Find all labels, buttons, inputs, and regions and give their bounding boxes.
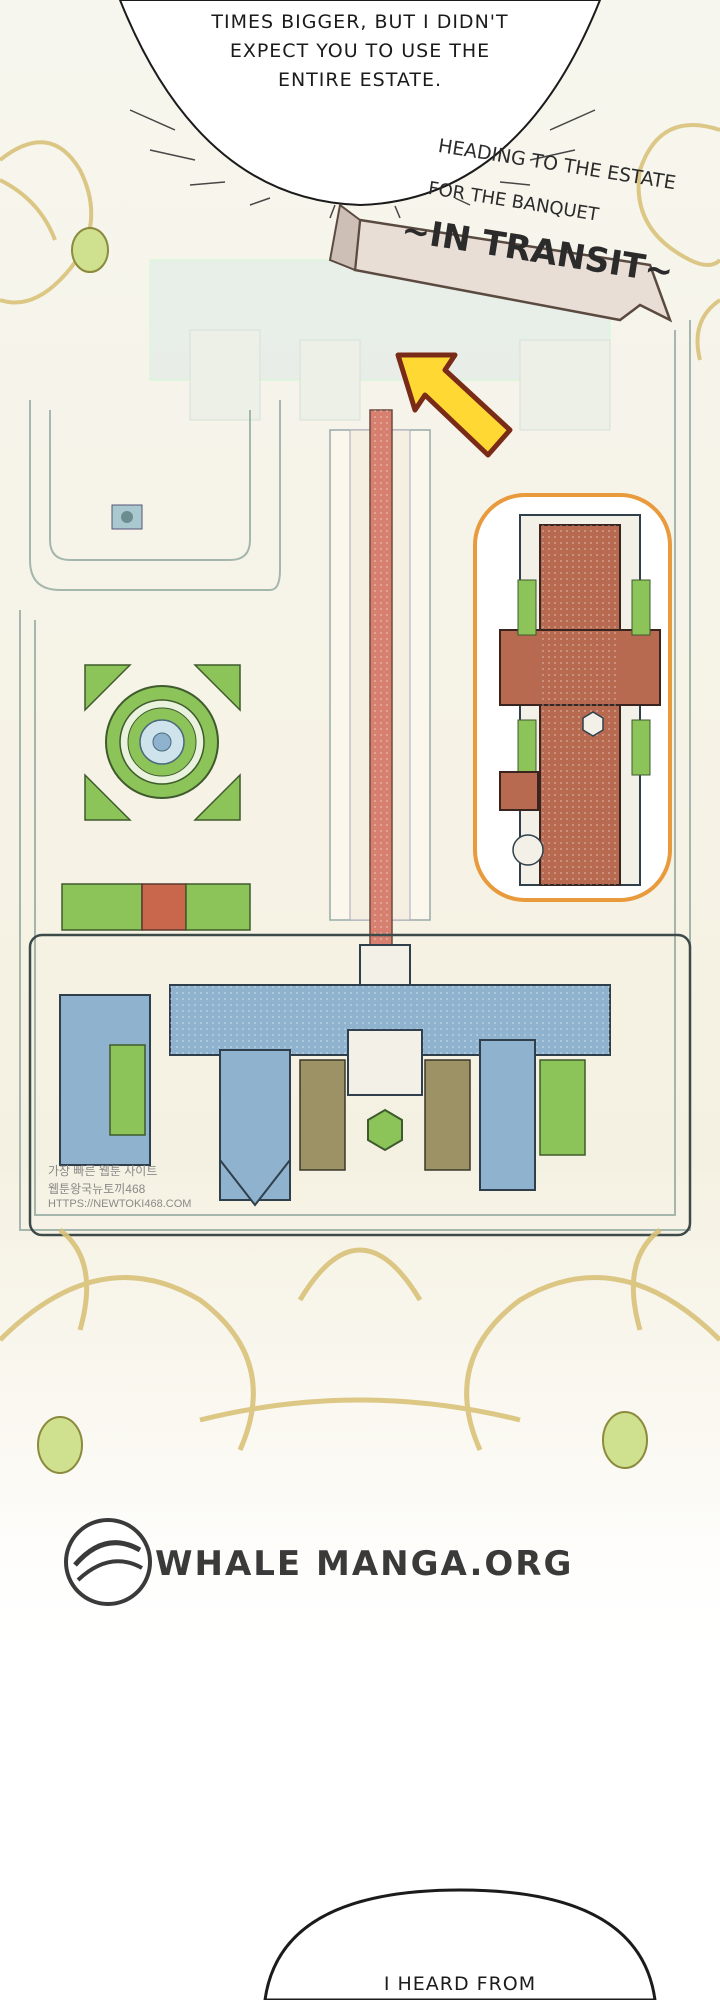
watermark-line3: HTTPS://NEWTOKI468.COM (48, 1198, 192, 1210)
gold-ornament-bottom (0, 1228, 720, 1452)
watermark-line2: 웹툰왕국뉴토끼468 (48, 1182, 146, 1196)
brand-name: WHALE MANGA.ORG (155, 1544, 574, 1584)
bubble-top-line1: TIMES BIGGER, BUT I DIDN'T (211, 11, 509, 33)
speech-bubble-bottom (263, 1888, 657, 2000)
central-path (329, 409, 431, 951)
lawn-strips (61, 883, 251, 931)
fountain-garden (84, 664, 241, 821)
bubble-top-line3: ENTIRE ESTATE. (277, 69, 443, 91)
gold-ornament-gem-bottom-right (602, 1411, 648, 1469)
estate-boundaries (19, 320, 691, 1231)
caption-banner (328, 203, 673, 323)
gold-ornament-gem-bottom-left (37, 1416, 83, 1474)
gold-ornament-gem-left (71, 227, 109, 273)
whale-manga-logo-icon (64, 1518, 152, 1606)
bubble-bottom-line1: I HEARD FROM (383, 1973, 537, 1995)
small-gazebo (111, 504, 143, 530)
banquet-estate-highlighted (473, 493, 672, 902)
speech-bubble-top (118, 0, 602, 219)
main-palace (28, 933, 692, 1237)
gold-ornament-top (0, 123, 720, 361)
pointer-arrow-icon (395, 352, 513, 458)
bubble-top-line2: EXPECT YOU TO USE THE (229, 40, 491, 62)
watermark-line1: 가장 빠른 웹툰 사이트 (48, 1164, 158, 1178)
bubble-top-text: TIMES BIGGER, BUT I DIDN'T EXPECT YOU TO… (160, 8, 560, 95)
